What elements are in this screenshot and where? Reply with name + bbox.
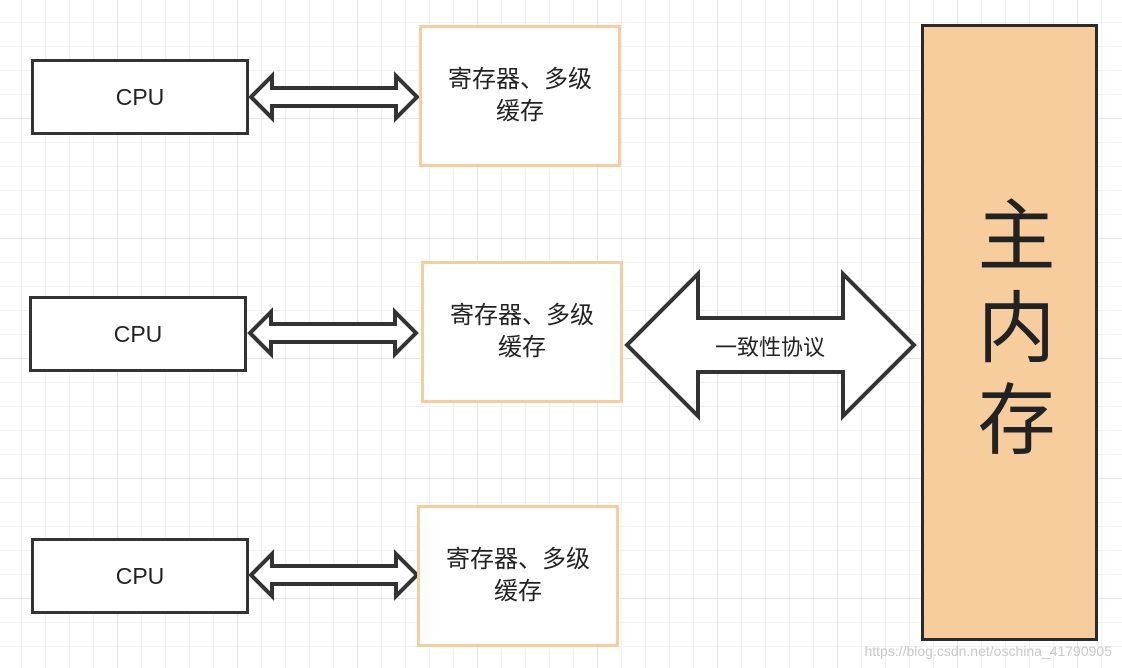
cpu-label-1: CPU xyxy=(115,83,165,110)
cpu-box-2: CPU xyxy=(29,296,247,372)
cache-label-3: 寄存器、多级缓存 xyxy=(446,546,590,605)
main-memory-label: 主内存 xyxy=(964,194,1055,471)
double-arrow-2 xyxy=(247,307,419,359)
cache-box-3: 寄存器、多级缓存 xyxy=(417,505,619,647)
main-memory-box: 主内存 xyxy=(921,24,1098,641)
cache-label-2: 寄存器、多级缓存 xyxy=(450,302,594,361)
cache-label-1: 寄存器、多级缓存 xyxy=(448,66,592,125)
protocol-double-arrow xyxy=(624,269,917,421)
protocol-label: 一致性协议 xyxy=(714,335,825,360)
cache-box-2: 寄存器、多级缓存 xyxy=(421,261,623,403)
double-arrow-3 xyxy=(248,549,420,601)
double-arrow-1 xyxy=(248,71,420,123)
cpu-label-3: CPU xyxy=(115,562,165,589)
cache-box-1: 寄存器、多级缓存 xyxy=(419,25,621,167)
cpu-box-1: CPU xyxy=(31,59,249,135)
watermark: https://blog.csdn.net/oschina_41790905 xyxy=(864,643,1112,659)
cpu-label-2: CPU xyxy=(113,320,163,347)
cpu-box-3: CPU xyxy=(31,538,249,614)
